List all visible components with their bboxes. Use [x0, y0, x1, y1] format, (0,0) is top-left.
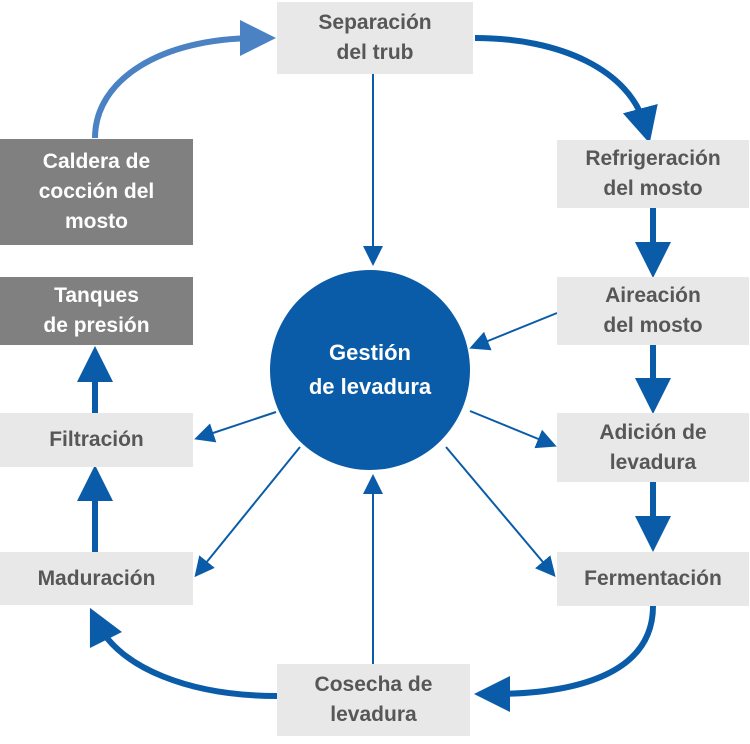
- step-label: Caldera de cocción del mosto: [38, 150, 155, 233]
- step-caldera-de-coccion: Caldera de cocción del mosto: [0, 139, 193, 245]
- spoke-center-to-fermentacion: [445, 446, 556, 578]
- step-tanques-de-presion: Tanques de presión: [0, 277, 193, 345]
- step-label: Filtración: [49, 428, 144, 451]
- step-label: Fermentación: [584, 567, 722, 590]
- arrow-separacion-to-refrigeracion: [474, 35, 658, 144]
- step-label: Cosecha de levadura: [314, 673, 433, 726]
- step-label: Refrigeración del mosto: [585, 147, 721, 200]
- step-refrigeracion-del-mosto: Refrigeración del mosto: [557, 140, 749, 208]
- center-label: Gestión de levadura: [308, 340, 432, 399]
- step-label: Tanques de presión: [43, 284, 150, 337]
- arrow-cosecha-to-maduracion: [89, 607, 278, 699]
- step-filtracion: Filtración: [0, 413, 193, 467]
- step-label: Maduración: [37, 566, 156, 590]
- arrow-fermentacion-to-cosecha: [474, 605, 656, 712]
- yeast-management-circle: Gestión de levadura: [270, 270, 470, 470]
- spoke-center-to-adicion: [469, 410, 557, 449]
- step-aireacion-del-mosto: Aireación del mosto: [557, 277, 749, 345]
- step-separacion-del-trub: Separación del trub: [277, 2, 473, 74]
- step-fermentacion: Fermentación: [557, 552, 749, 606]
- step-cosecha-de-levadura: Cosecha de levadura: [277, 664, 470, 736]
- step-adicion-de-levadura: Adición de levadura: [557, 413, 749, 482]
- step-label: Separación del trub: [318, 11, 432, 64]
- spoke-center-to-filtracion: [194, 411, 277, 443]
- spoke-aireacion-to-center: [469, 312, 558, 351]
- step-label: Aireación del mosto: [603, 284, 703, 337]
- spoke-center-to-maduracion: [194, 446, 301, 578]
- arrow-caldera-to-separacion: [92, 20, 276, 139]
- step-label: Adición de levadura: [599, 420, 707, 474]
- step-maduracion: Maduración: [0, 552, 193, 605]
